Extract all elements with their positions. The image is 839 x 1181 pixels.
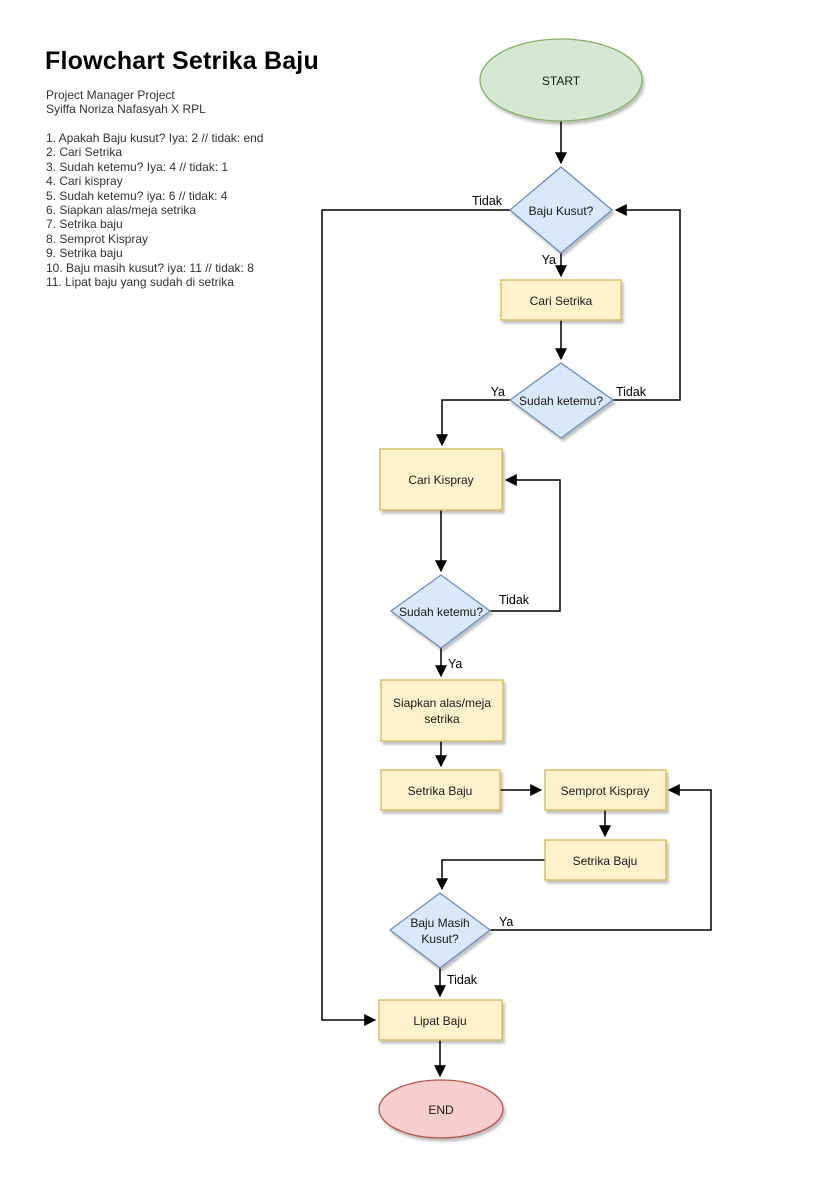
edge-setrika-2-to-baju-masih bbox=[436, 859, 545, 891]
node-decision-baju-kusut: Baju Kusut? bbox=[508, 166, 614, 254]
label-sudah-ketemu-2-ya: Ya bbox=[448, 657, 462, 671]
step-item: 6. Siapkan alas/meja setrika bbox=[46, 203, 197, 218]
cari-setrika-label: Cari Setrika bbox=[530, 294, 593, 308]
step-item: 1. Apakah Baju kusut? Iya: 2 // tidak: e… bbox=[46, 131, 264, 145]
page-title: Flowchart Setrika Baju bbox=[45, 47, 319, 75]
step-item: 10. Baju masih kusut? iya: 11 // tidak: … bbox=[46, 260, 254, 275]
decision-baju-kusut-label: Baju Kusut? bbox=[529, 204, 594, 218]
label-sudah-ketemu-1-tidak: Tidak bbox=[616, 385, 647, 399]
process-rect-shape bbox=[380, 679, 504, 742]
step-item: 7. Setrika baju bbox=[46, 217, 123, 232]
siapkan-label-line1: Siapkan alas/meja bbox=[393, 696, 491, 710]
label-baju-masih-ya: Ya bbox=[499, 915, 513, 929]
step-item: 9. Setrika baju bbox=[46, 246, 123, 261]
edge-sudah-ketemu-1-ya bbox=[436, 399, 510, 447]
edge-sudah-ketemu-1-tidak bbox=[613, 204, 681, 401]
label-sudah-ketemu-2-tidak: Tidak bbox=[499, 593, 530, 607]
node-decision-sudah-ketemu-1: Sudah ketemu? bbox=[508, 362, 615, 439]
process-rect-shape bbox=[544, 769, 667, 811]
edge-labels: Tidak Ya Ya Tidak Tidak Ya Ya Tidak bbox=[447, 194, 647, 987]
baju-masih-kusut-label-line2: Kusut? bbox=[421, 932, 459, 946]
project-subtitle: Project Manager Project Syiffa Noriza Na… bbox=[46, 88, 206, 116]
node-end: END bbox=[378, 1079, 504, 1139]
node-process-lipat-baju: Lipat Baju bbox=[378, 999, 503, 1041]
step-item: 11. Lipat baju yang sudah di setrika bbox=[46, 275, 234, 290]
label-baju-kusut-ya: Ya bbox=[542, 253, 556, 267]
edge-sudah-ketemu-2-tidak bbox=[490, 474, 561, 612]
node-process-cari-setrika: Cari Setrika bbox=[500, 279, 622, 321]
node-process-siapkan-alas: Siapkan alas/meja setrika bbox=[380, 679, 504, 742]
step-item: 2. Cari Setrika bbox=[46, 145, 123, 160]
steps-list: 1. Apakah Baju kusut? Iya: 2 // tidak: e… bbox=[46, 131, 263, 289]
step-item: 8. Semprot Kispray bbox=[46, 231, 149, 246]
node-process-setrika-baju-1: Setrika Baju bbox=[380, 769, 501, 811]
process-rect-shape bbox=[378, 999, 503, 1041]
process-rect-shape bbox=[380, 769, 501, 811]
edge-baju-kusut-tidak-to-lipat bbox=[321, 209, 510, 1026]
node-decision-baju-masih-kusut: Baju Masih Kusut? bbox=[388, 892, 492, 969]
step-item: 4. Cari kispray bbox=[46, 174, 123, 189]
node-process-semprot-kispray: Semprot Kispray bbox=[544, 769, 667, 811]
baju-masih-kusut-label-line1: Baju Masih bbox=[410, 916, 469, 930]
setrika-baju-2-label: Setrika Baju bbox=[573, 854, 638, 868]
node-decision-sudah-ketemu-2: Sudah ketemu? bbox=[389, 574, 492, 649]
process-rect-shape bbox=[379, 448, 503, 511]
end-label: END bbox=[428, 1103, 454, 1117]
siapkan-label-line2: setrika bbox=[424, 712, 460, 726]
decision-diamond-shape bbox=[388, 892, 492, 969]
sudah-ketemu-2-label: Sudah ketemu? bbox=[399, 605, 483, 619]
edge-baju-masih-ya bbox=[490, 784, 712, 931]
cari-kispray-label: Cari Kispray bbox=[408, 473, 473, 487]
sudah-ketemu-1-label: Sudah ketemu? bbox=[519, 394, 603, 408]
node-start: START bbox=[479, 38, 643, 122]
label-sudah-ketemu-1-ya: Ya bbox=[491, 385, 505, 399]
node-process-cari-kispray: Cari Kispray bbox=[379, 448, 503, 511]
start-terminator-shape bbox=[479, 38, 643, 122]
step-item: 3. Sudah ketemu? Iya: 4 // tidak: 1 bbox=[46, 159, 229, 174]
node-process-setrika-baju-2: Setrika Baju bbox=[544, 839, 667, 881]
process-rect-shape bbox=[500, 279, 622, 321]
decision-diamond-shape bbox=[508, 166, 614, 254]
edges bbox=[321, 121, 712, 1078]
decision-diamond-shape bbox=[508, 362, 615, 439]
label-baju-masih-tidak: Tidak bbox=[447, 973, 478, 987]
subtitle-line-2: Syiffa Noriza Nafasyah X RPL bbox=[46, 102, 206, 116]
end-terminator-shape bbox=[378, 1079, 504, 1139]
subtitle-line-1: Project Manager Project bbox=[46, 88, 175, 102]
start-label: START bbox=[542, 74, 581, 88]
lipat-baju-label: Lipat Baju bbox=[413, 1014, 466, 1028]
decision-diamond-shape bbox=[389, 574, 492, 649]
label-baju-kusut-tidak: Tidak bbox=[472, 194, 503, 208]
process-rect-shape bbox=[544, 839, 667, 881]
semprot-kispray-label: Semprot Kispray bbox=[561, 784, 650, 798]
setrika-baju-1-label: Setrika Baju bbox=[408, 784, 473, 798]
step-item: 5. Sudah ketemu? iya: 6 // tidak: 4 bbox=[46, 188, 228, 203]
